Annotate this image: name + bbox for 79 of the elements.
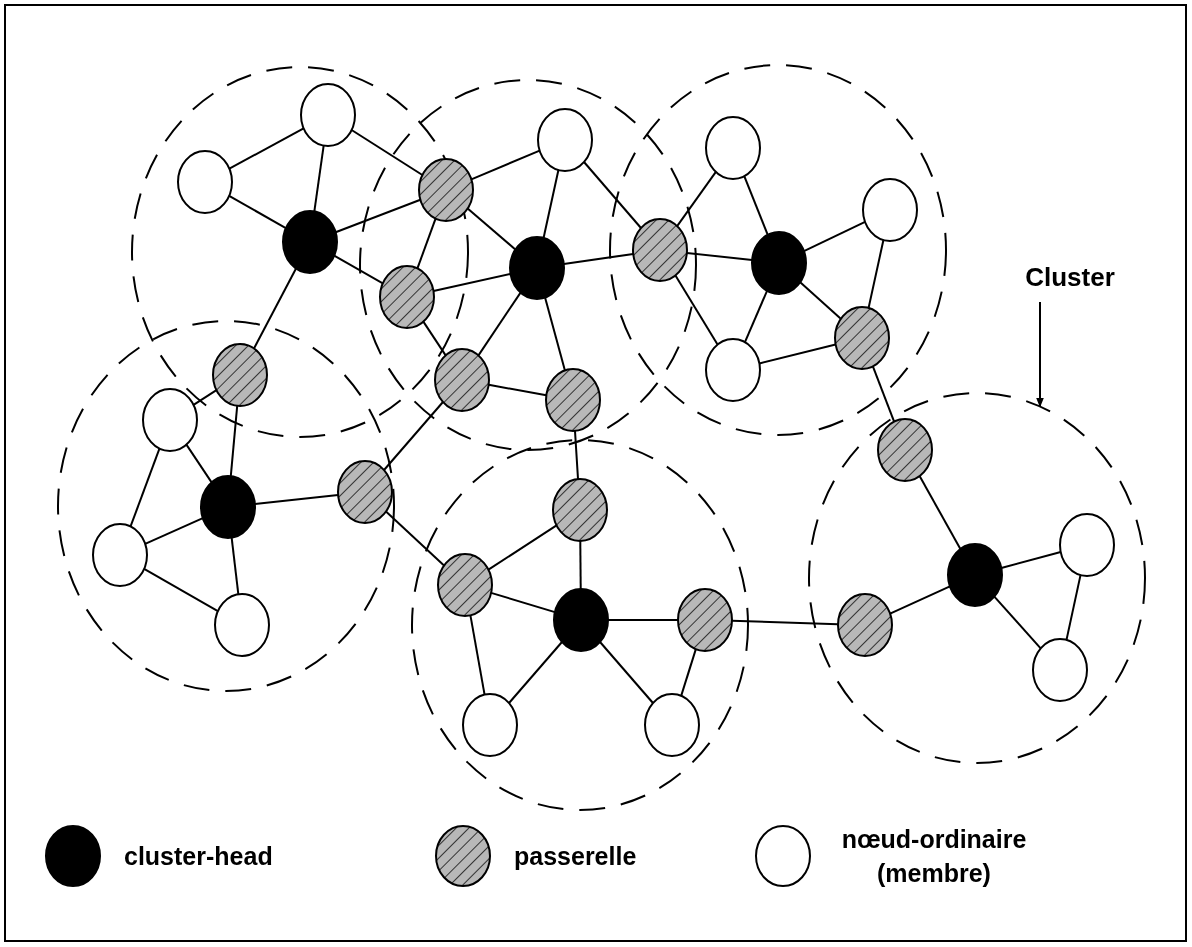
link-line xyxy=(252,267,298,350)
link-line xyxy=(993,595,1042,650)
link-line xyxy=(477,291,522,357)
cluster-head-node xyxy=(553,588,609,652)
legend-label: nœud-ordinaire (membre) xyxy=(840,824,1028,889)
member-node xyxy=(862,178,918,242)
link-line xyxy=(674,274,719,346)
gateway-node xyxy=(632,218,688,282)
link-line xyxy=(743,289,769,344)
link-line xyxy=(229,404,239,478)
gateway-node xyxy=(545,368,601,432)
link-line xyxy=(889,585,951,615)
link-line xyxy=(1065,574,1082,641)
link-line xyxy=(508,640,563,705)
link-line xyxy=(466,207,517,251)
link-line xyxy=(487,524,558,571)
link-line xyxy=(469,614,486,696)
link-line xyxy=(185,443,213,484)
member-node xyxy=(300,83,356,147)
link-line xyxy=(143,567,219,613)
link-line xyxy=(583,161,642,229)
link-line xyxy=(743,175,769,236)
link-line xyxy=(144,517,204,545)
link-line xyxy=(383,401,444,471)
member-node xyxy=(644,693,700,757)
link-line xyxy=(867,239,885,309)
gateway-node xyxy=(337,460,393,524)
member-node xyxy=(705,116,761,180)
gateway-node xyxy=(877,418,933,482)
link-line xyxy=(228,194,287,230)
arrow xyxy=(1036,301,1044,408)
cluster-head-node xyxy=(282,210,338,274)
link-line xyxy=(333,254,384,285)
member-node xyxy=(1032,638,1088,702)
member-node xyxy=(462,693,518,757)
member-node xyxy=(705,338,761,402)
link-line xyxy=(416,217,437,270)
link-line xyxy=(228,127,305,170)
link-line xyxy=(313,144,325,213)
link-line xyxy=(385,510,445,567)
link-line xyxy=(542,169,560,239)
link-line xyxy=(490,591,556,614)
gateway-node xyxy=(418,158,474,222)
link-line xyxy=(731,619,839,626)
link-line xyxy=(918,475,962,550)
member-node xyxy=(92,523,148,587)
link-line xyxy=(470,149,541,181)
link-line xyxy=(350,129,424,176)
link-line xyxy=(871,365,896,423)
link-line xyxy=(129,447,161,528)
legend-label: passerelle xyxy=(514,841,637,872)
cluster-head-node xyxy=(751,231,807,295)
member-node xyxy=(1059,513,1115,577)
gateway-node xyxy=(379,265,435,329)
cluster-head-node xyxy=(947,543,1003,607)
gateway-node xyxy=(212,343,268,407)
link-line xyxy=(676,170,717,228)
legend-label: cluster-head xyxy=(124,841,273,872)
link-line xyxy=(573,429,580,481)
member-node xyxy=(142,388,198,452)
link-line xyxy=(579,540,582,590)
link-line xyxy=(799,281,842,320)
link-line xyxy=(192,389,218,406)
gateway-node xyxy=(434,348,490,412)
gateway-node xyxy=(834,306,890,370)
member-node xyxy=(537,108,593,172)
link-line xyxy=(599,640,654,705)
member-node xyxy=(214,593,270,657)
gateway-node xyxy=(677,588,733,652)
gateway-node xyxy=(437,553,493,617)
gateway-node xyxy=(837,593,893,657)
member-node xyxy=(177,150,233,214)
link-line xyxy=(230,536,240,596)
gateway-node xyxy=(552,478,608,542)
link-line xyxy=(544,296,566,372)
cluster-head-node xyxy=(200,475,256,539)
link-line xyxy=(422,320,447,357)
link-line xyxy=(680,648,697,697)
cluster-head-node xyxy=(509,236,565,300)
